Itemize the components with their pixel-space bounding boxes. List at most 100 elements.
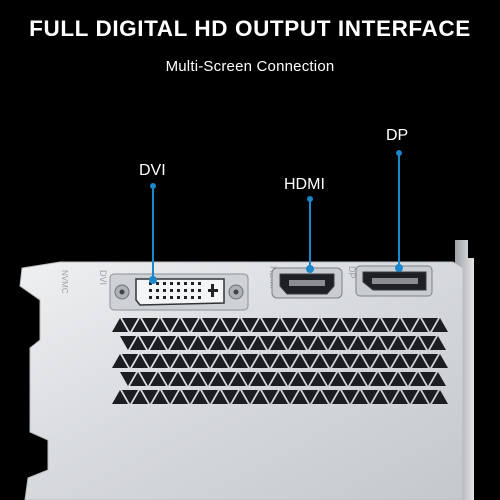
vent-hole [322,354,338,368]
subheadline: Multi-Screen Connection [165,58,335,75]
vent-hole [282,318,298,332]
vent-hole [112,354,128,368]
vent-hole [142,390,158,404]
vent-hole [160,372,176,386]
vent-hole [362,318,378,332]
vent-hole [412,354,428,368]
vent-hole [240,336,256,350]
vent-hole [302,354,318,368]
vent-hole [302,390,318,404]
vent-hole [390,336,406,350]
vent-hole [130,372,146,386]
vent-hole [172,354,188,368]
vent-hole [250,372,266,386]
vent-hole [240,372,256,386]
vent-hole [330,372,346,386]
vent-hole [392,318,408,332]
vent-hole [232,318,248,332]
vent-hole [432,390,448,404]
vent-hole [432,318,448,332]
vent-hole [320,372,336,386]
vent-hole [182,318,198,332]
vent-hole [332,354,348,368]
vent-hole [392,354,408,368]
vent-hole [170,336,186,350]
vent-hole [382,318,398,332]
vent-hole [330,336,346,350]
vent-hole [300,336,316,350]
vent-hole [410,336,426,350]
vent-hole [260,336,276,350]
vent-hole [172,390,188,404]
vent-hole [412,318,428,332]
vent-hole [222,354,238,368]
vent-hole [280,336,296,350]
vent-hole [192,354,208,368]
vent-hole [242,318,258,332]
vent-hole [430,372,446,386]
vent-hole [422,354,438,368]
vent-hole [400,336,416,350]
vent-hole [232,354,248,368]
vent-hole [382,354,398,368]
vent-hole [412,390,428,404]
vent-hole [402,318,418,332]
vent-hole [372,318,388,332]
vent-hole [310,372,326,386]
vent-hole [180,372,196,386]
vent-hole [192,390,208,404]
vent-hole [352,318,368,332]
vent-hole [312,390,328,404]
vent-hole [422,390,438,404]
vent-hole [332,390,348,404]
vent-hole [292,354,308,368]
headline: FULL DIGITAL HD OUTPUT INTERFACE [29,16,471,41]
vent-hole [210,372,226,386]
vent-hole [382,390,398,404]
vent-hole [160,336,176,350]
vent-hole [162,318,178,332]
vent-hole [340,336,356,350]
vent-hole [300,372,316,386]
vent-hole [150,336,166,350]
vent-hole [150,372,166,386]
vent-hole [272,318,288,332]
vent-hole [122,318,138,332]
vent-hole [420,372,436,386]
vent-hole [120,336,136,350]
vent-hole [132,390,148,404]
vent-hole [290,372,306,386]
vent-hole [200,336,216,350]
vent-hole [410,372,426,386]
svg-text:NVMC: NVMC [60,270,69,294]
vent-hole [302,318,318,332]
vent-hole [370,336,386,350]
vent-hole [420,336,436,350]
vent-hole [172,318,188,332]
vent-hole [342,390,358,404]
displayport-port [355,265,433,297]
vent-hole [422,318,438,332]
vent-hole [242,354,258,368]
vent-hole [280,372,296,386]
vent-hole [322,318,338,332]
vent-hole [342,354,358,368]
vent-hole [282,390,298,404]
vent-hole [242,390,258,404]
vent-hole [272,354,288,368]
vent-hole [312,354,328,368]
vent-hole [132,354,148,368]
vent-hole [262,354,278,368]
vent-hole [392,390,408,404]
vent-hole [202,390,218,404]
vent-hole [120,372,136,386]
vent-hole [220,372,236,386]
vent-hole [130,336,146,350]
vent-hole [182,354,198,368]
vent-hole [272,390,288,404]
vent-hole [202,318,218,332]
vent-hole [350,372,366,386]
vent-hole [402,390,418,404]
vent-hole [372,390,388,404]
